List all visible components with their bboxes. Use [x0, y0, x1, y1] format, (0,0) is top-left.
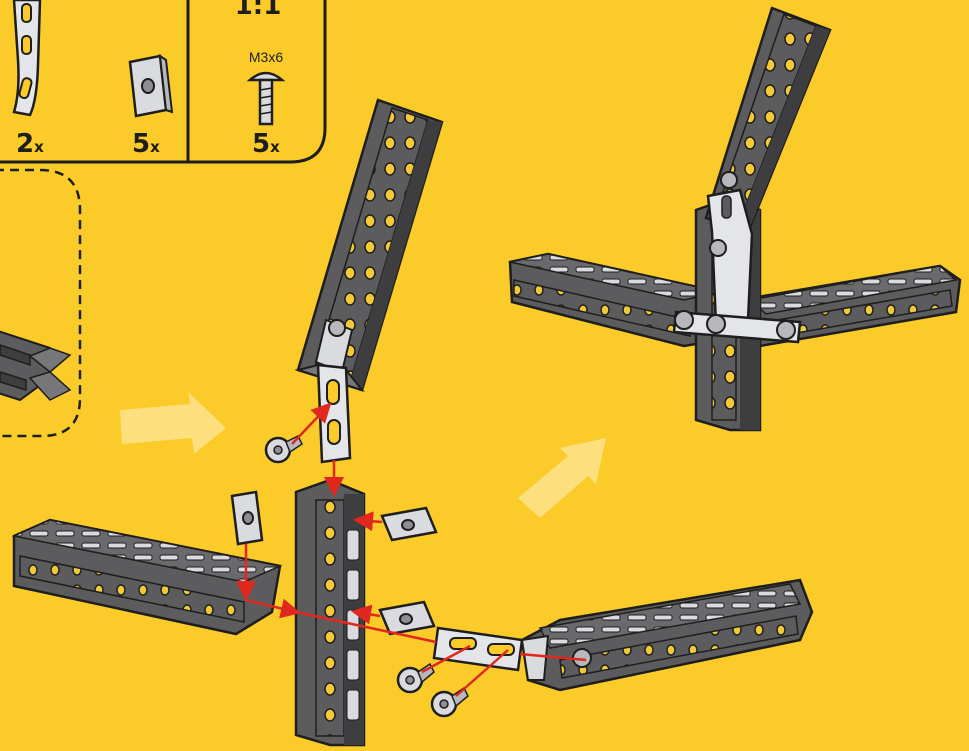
screw-count-unit: x [270, 138, 280, 156]
bracket-count-unit: x [34, 138, 44, 156]
nut-left [232, 492, 262, 544]
beam-end-cross-section [0, 330, 70, 400]
assembled-result [510, 8, 960, 430]
nut-count: 5 [132, 129, 150, 159]
nut-count-unit: x [150, 138, 160, 156]
nut-right-upper [382, 508, 436, 540]
nut-icon [130, 56, 172, 116]
screw-size-label: M3x6 [249, 49, 283, 65]
vertical-beam [296, 480, 364, 745]
bracket-lower [434, 628, 522, 670]
step-arrow-right-icon [120, 392, 226, 454]
bracket-upper [318, 365, 350, 462]
right-angled-beam [522, 580, 812, 690]
nut-right-lower [380, 602, 434, 634]
screw-count: 5 [252, 129, 270, 159]
step-arrow-up-right-icon [518, 438, 606, 518]
scale-label: 1:1 [235, 0, 282, 21]
bracket-icon [14, 0, 40, 115]
parts-box: 2x 5x 1:1 M3x6 5x [0, 0, 325, 162]
previous-step-callout [0, 170, 80, 436]
screw-lower-2 [432, 688, 468, 716]
bracket-count: 2 [16, 129, 34, 159]
